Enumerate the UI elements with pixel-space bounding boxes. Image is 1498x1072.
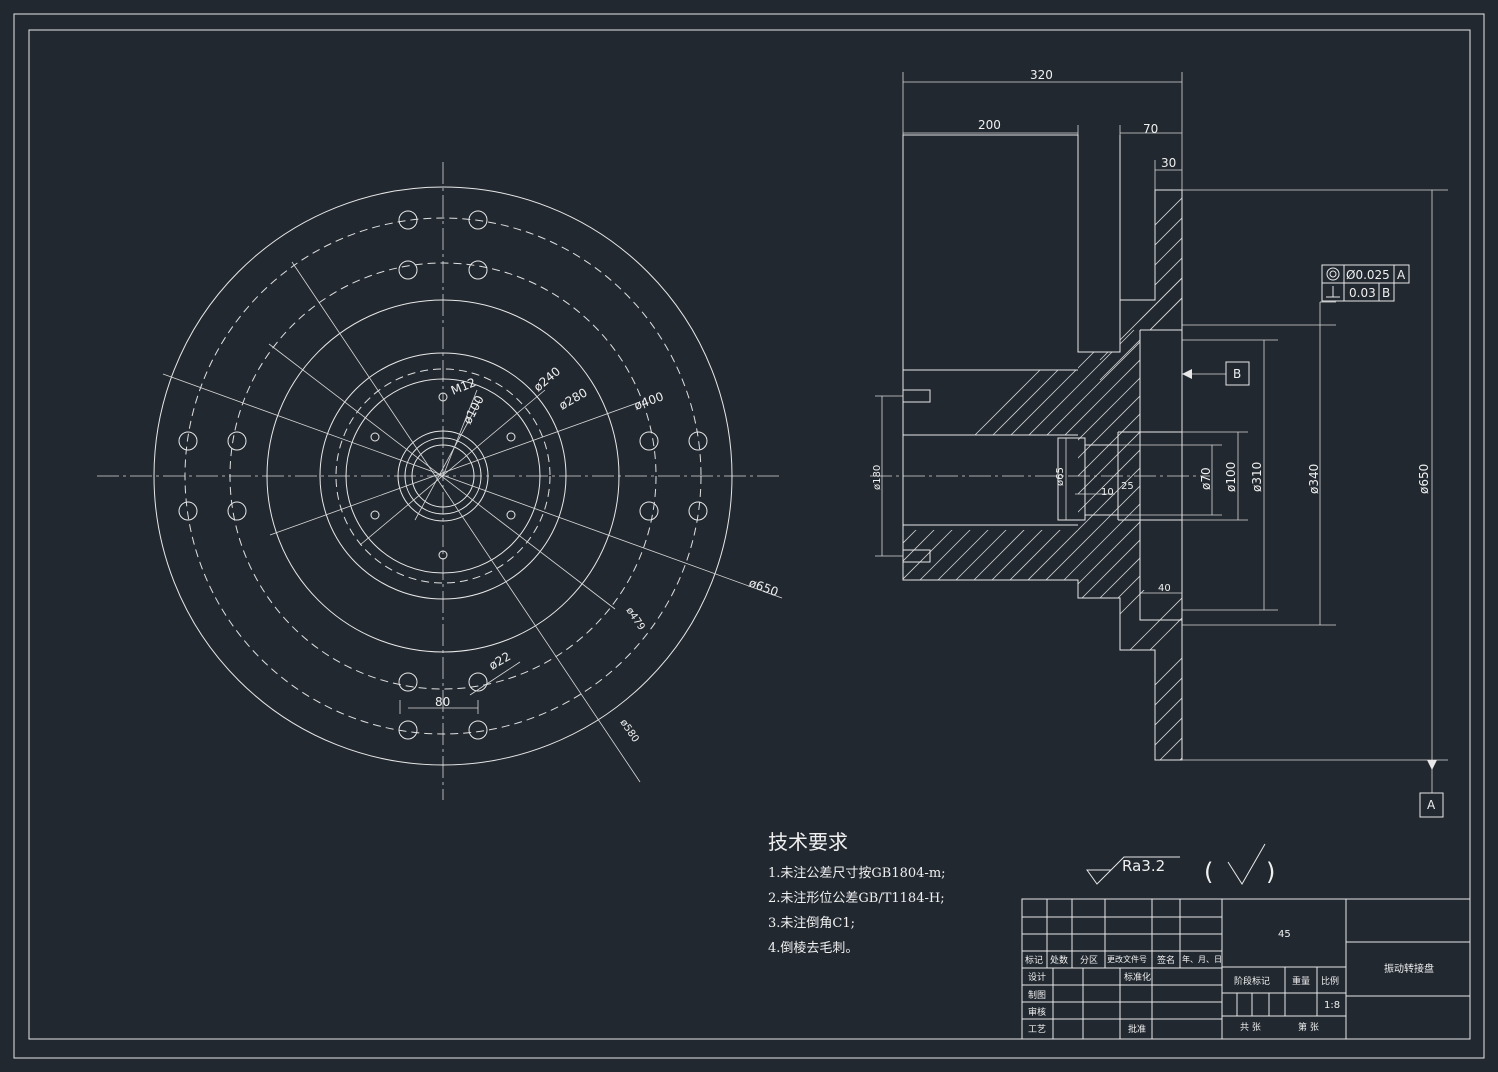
svg-text:振动转接盘: 振动转接盘 xyxy=(1384,962,1434,975)
tech-req-item-2: 2.未注形位公差GB/T1184-H; xyxy=(768,891,945,906)
outer-frame xyxy=(13,13,1485,1059)
dim-d650: ø650 xyxy=(747,576,780,600)
dim-d65: ø65 xyxy=(1055,467,1066,486)
dim-70: 70 xyxy=(1143,122,1158,136)
svg-text:处数: 处数 xyxy=(1050,954,1068,966)
small-holes xyxy=(370,392,516,560)
dim-d100: ø100 xyxy=(1224,462,1238,492)
svg-text:更改文件号: 更改文件号 xyxy=(1107,954,1147,964)
tol1-datum: A xyxy=(1397,268,1406,282)
dim-d340: ø340 xyxy=(1307,464,1321,494)
circle-100a xyxy=(397,430,489,522)
dim-d180: ø180 xyxy=(872,465,883,490)
dim-200: 200 xyxy=(978,118,1001,132)
svg-text:标记: 标记 xyxy=(1025,954,1043,966)
svg-text:比例: 比例 xyxy=(1321,975,1339,987)
circle-70 xyxy=(411,444,475,508)
dim-10: 10 xyxy=(1101,487,1114,498)
tol1-value: Ø0.025 xyxy=(1346,268,1390,282)
svg-text:审核: 审核 xyxy=(1028,1006,1046,1018)
tech-req-title: 技术要求 xyxy=(768,830,848,854)
svg-text:(: ( xyxy=(1204,858,1213,886)
svg-text:第 张: 第 张 xyxy=(1298,1021,1319,1033)
dim-d70: ø70 xyxy=(1199,467,1213,490)
roughness-value: Ra3.2 xyxy=(1122,857,1165,875)
dim-d240: ø240 xyxy=(531,364,563,394)
svg-text:设计: 设计 xyxy=(1028,971,1046,983)
bolt-holes-inner xyxy=(227,260,659,692)
tol2-datum: B xyxy=(1382,286,1390,300)
svg-text:共 张: 共 张 xyxy=(1240,1022,1261,1033)
roughness-symbol: Ra3.2 ( ) xyxy=(1086,843,1275,886)
dim-d650: ø650 xyxy=(1417,464,1431,494)
circle-400 xyxy=(266,299,620,653)
dim-d310: ø310 xyxy=(1250,462,1264,492)
svg-text:工艺: 工艺 xyxy=(1028,1024,1046,1035)
dim-30: 30 xyxy=(1161,156,1176,170)
front-view: ø650 ø479 ø580 ø400 ø280 ø240 ø100 M12 ø… xyxy=(97,162,783,800)
svg-text:标准化: 标准化 xyxy=(1124,971,1151,983)
svg-text:重量: 重量 xyxy=(1292,975,1310,987)
svg-text:45: 45 xyxy=(1278,929,1291,940)
tech-req-item-4: 4.倒棱去毛刺。 xyxy=(768,940,858,956)
svg-text:分区: 分区 xyxy=(1080,955,1098,966)
dim-25: 25 xyxy=(1121,481,1134,492)
circle-100b xyxy=(404,437,482,515)
check-icon xyxy=(1227,843,1266,885)
svg-text:签名: 签名 xyxy=(1157,954,1175,966)
perpendicularity-icon xyxy=(1326,286,1340,298)
tol2-value: 0.03 xyxy=(1349,286,1376,300)
inner-frame xyxy=(28,29,1471,1040)
title-block: 45 振动转接盘 1:8 标记 处数 分区 更改文件号 签名 年、月、日 设计 … xyxy=(1021,898,1471,1040)
circle-280 xyxy=(319,352,567,600)
side-view: 320 200 70 30 ø180 ø65 10 25 ø70 ø100 ø3… xyxy=(870,68,1448,818)
dim-d400: ø400 xyxy=(632,389,665,413)
dim-d100: ø100 xyxy=(460,393,487,426)
tech-req-item-3: 3.未注倒角C1; xyxy=(768,916,855,931)
svg-text:制图: 制图 xyxy=(1028,989,1046,1001)
tech-req-item-1: 1.未注公差尺寸按GB1804-m; xyxy=(768,866,946,881)
svg-text:批准: 批准 xyxy=(1128,1023,1146,1035)
dim-d479: ø479 xyxy=(624,606,647,633)
datum-a-box xyxy=(1419,792,1444,818)
circle-479 xyxy=(229,262,657,690)
datum-a: A xyxy=(1427,798,1436,812)
concentricity-icon xyxy=(1326,267,1340,281)
dim-320: 320 xyxy=(1030,68,1053,82)
datum-b: B xyxy=(1233,367,1241,381)
datum-b-box xyxy=(1225,361,1250,386)
circle-240 xyxy=(335,368,551,584)
circle-580 xyxy=(184,217,702,735)
dim-w80: 80 xyxy=(435,695,450,709)
dim-40: 40 xyxy=(1158,583,1171,594)
dim-d580: ø580 xyxy=(618,718,641,745)
circle-220 xyxy=(345,378,541,574)
svg-text:年、月、日: 年、月、日 xyxy=(1182,954,1222,964)
circle-650 xyxy=(153,186,733,766)
bolt-holes-outer xyxy=(178,210,708,740)
tolerance-frame: Ø0.025 A 0.03 B xyxy=(1321,264,1410,302)
svg-text:1:8: 1:8 xyxy=(1324,1000,1340,1011)
technical-requirements: 技术要求 1.未注公差尺寸按GB1804-m; 2.未注形位公差GB/T1184… xyxy=(768,830,946,956)
svg-text:): ) xyxy=(1266,858,1275,886)
svg-text:阶段标记: 阶段标记 xyxy=(1234,975,1270,987)
dim-d280: ø280 xyxy=(557,385,590,412)
